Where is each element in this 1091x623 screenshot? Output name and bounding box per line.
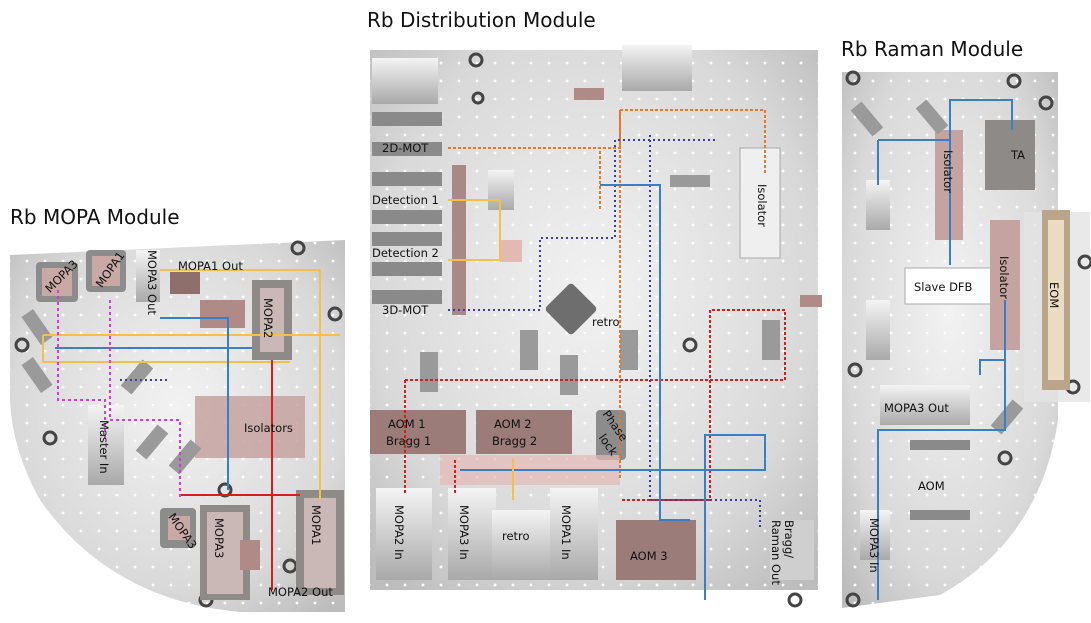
mopa3-in-dist-label: MOPA3 In <box>457 505 471 560</box>
mopa2-in-label: MOPA2 In <box>392 505 406 560</box>
isolators-label: Isolators <box>244 421 293 435</box>
distribution-components <box>370 45 822 580</box>
slave-dfb-label: Slave DFB <box>914 280 973 294</box>
distribution-mount-holes <box>468 52 803 608</box>
raman-beams <box>877 99 1013 600</box>
distribution-beams <box>404 109 786 600</box>
mopa2-out-label: MOPA2 Out <box>268 585 333 599</box>
mopa1-block-label: MOPA1 <box>309 505 323 545</box>
detection1-label: Detection 1 <box>372 193 439 207</box>
raman-module-title: Rb Raman Module <box>841 37 1024 61</box>
raman-mopa3-in-label: MOPA3 In <box>867 518 881 573</box>
mopa1-out-label: MOPA1 Out <box>178 259 243 273</box>
raman-mopa3-out-label: MOPA3 Out <box>884 401 949 415</box>
mopa-module-title: Rb MOPA Module <box>10 205 180 229</box>
eom-label: EOM <box>1047 282 1061 308</box>
aom3-label: AOM 3 <box>630 549 668 563</box>
distribution-module: 2D-MOT Detection 1 Detection 2 3D-MOT Is… <box>370 45 822 608</box>
bragg-label: Bragg/ <box>782 520 796 558</box>
mopa-beams <box>42 269 340 590</box>
retro-top-label: retro <box>592 315 620 329</box>
mot3d-label: 3D-MOT <box>382 303 429 317</box>
detection2-label: Detection 2 <box>372 246 439 260</box>
bragg2-label: Bragg 2 <box>492 434 537 448</box>
raman-mount-holes <box>845 70 1091 608</box>
aom2-label: AOM 2 <box>494 417 532 431</box>
ta-label: TA <box>1010 148 1025 162</box>
mopa-components <box>21 250 344 600</box>
mopa1-in-label: MOPA1 In <box>559 505 573 560</box>
distribution-module-title: Rb Distribution Module <box>367 8 596 32</box>
mopa3-out-label: MOPA3 Out <box>145 250 159 315</box>
aom1-label: AOM 1 <box>388 417 426 431</box>
raman-module: Isolator TA Slave DFB Isolator EOM MOPA3… <box>842 70 1091 608</box>
bragg1-label: Bragg 1 <box>386 434 431 448</box>
raman-isolator-mid-label: Isolator <box>997 256 1011 299</box>
mot2d-label: 2D-MOT <box>382 141 429 155</box>
raman-aom-label: AOM <box>918 479 945 493</box>
mopa2-label: MOPA2 <box>261 298 275 338</box>
master-in-label: Master In <box>97 420 111 474</box>
mopa3-block-label: MOPA3 <box>212 518 226 558</box>
raman-components <box>850 99 1070 560</box>
retro-bottom-label: retro <box>502 529 530 543</box>
raman-out-label: Raman Out <box>769 520 783 585</box>
isolator-dist-label: Isolator <box>755 184 769 227</box>
mopa-module: MOPA3 MOPA1 MOPA3 Out MOPA1 Out MOPA2 Is… <box>10 240 345 612</box>
raman-isolator-top-label: Isolator <box>941 150 955 193</box>
